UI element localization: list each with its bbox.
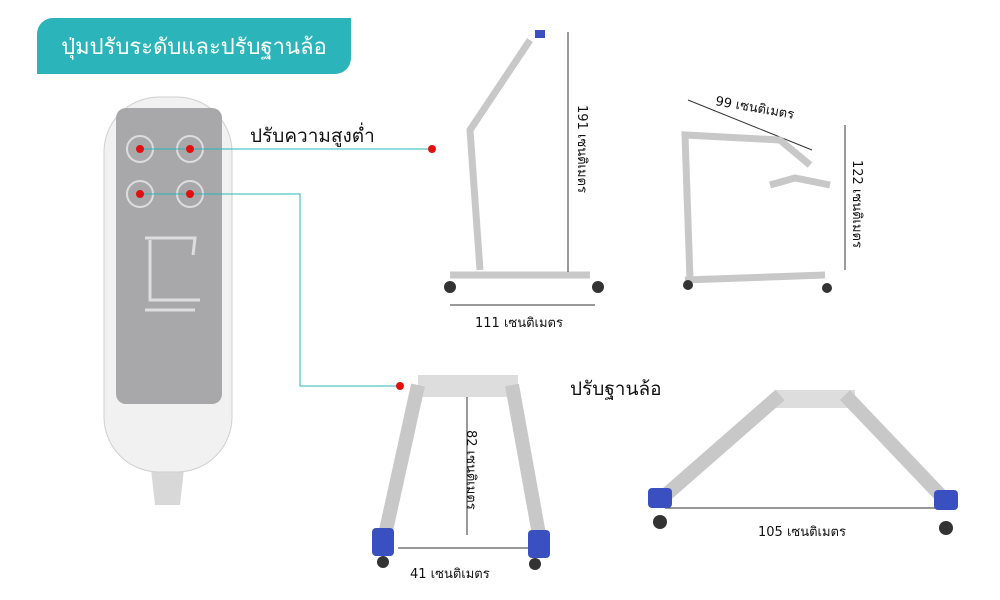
dim-length: 111 เซนติเมตร [475, 316, 563, 331]
title-banner: ปุ่มปรับระดับและปรับฐานล้อ [37, 18, 351, 74]
base-adjust-label: ปรับฐานล้อ [570, 378, 662, 400]
base-open [648, 389, 958, 535]
callout-lines [136, 145, 436, 390]
lift-side-view [444, 30, 604, 293]
hand-remote [103, 96, 233, 505]
lift-angled-view [681, 131, 832, 293]
base-closed [372, 375, 550, 570]
dim-leg-length: 82 เซนติเมตร [463, 430, 478, 510]
dim-base-closed: 41 เซนติเมตร [410, 567, 490, 582]
height-adjust-label: ปรับความสูงต่ำ [250, 125, 375, 147]
dim-base-open: 105 เซนติเมตร [758, 525, 846, 540]
dimension-lines [398, 32, 945, 549]
dim-height: 191 เซนติเมตร [574, 105, 589, 193]
dim-boom-height: 122 เซนติเมตร [849, 160, 864, 248]
